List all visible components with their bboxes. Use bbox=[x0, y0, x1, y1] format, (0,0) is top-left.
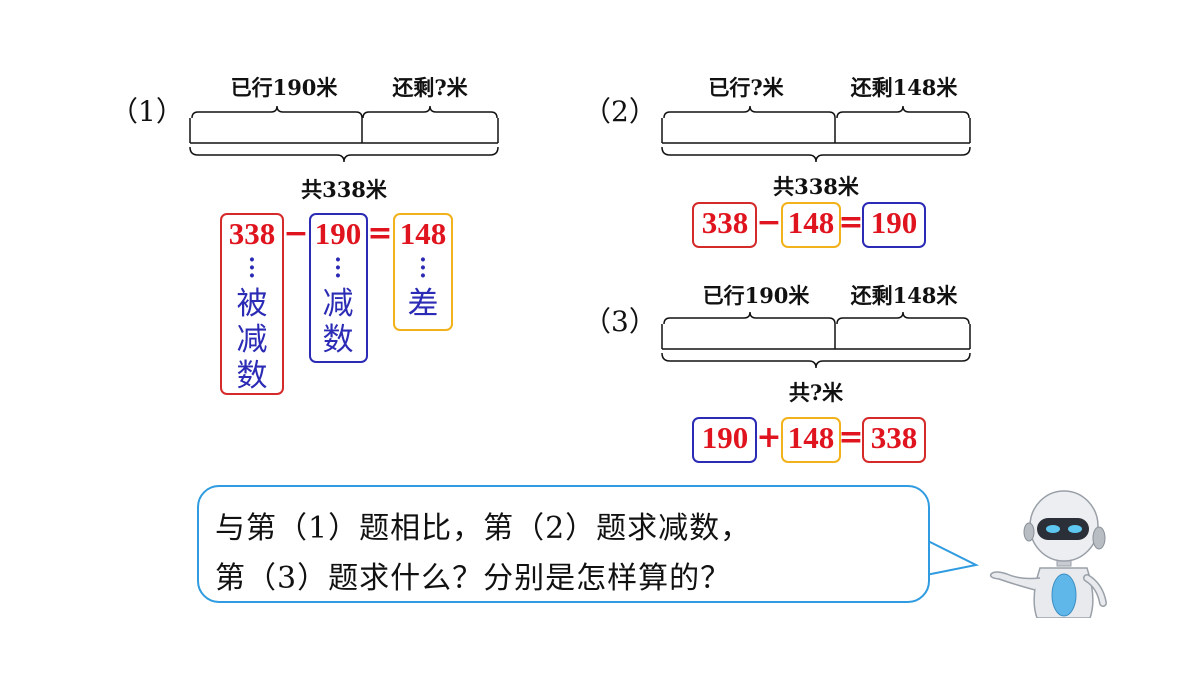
p1-label-right: 还剩?米 bbox=[392, 75, 468, 100]
p1-top-braces bbox=[191, 105, 498, 119]
p3-bottom-brace bbox=[661, 352, 971, 369]
p2-box-c bbox=[862, 202, 926, 248]
p1-name-subtrahend: 减数 bbox=[322, 286, 354, 358]
problem-2-number: （2） bbox=[583, 95, 657, 128]
p3-box-b bbox=[781, 417, 841, 463]
p2-eq-b: 148 bbox=[787, 205, 835, 240]
p1-eq-a: 338 bbox=[228, 216, 276, 251]
p1-subtrahend-box bbox=[309, 213, 368, 363]
p1-label-left: 已行190米 bbox=[230, 75, 338, 100]
p3-box-c bbox=[862, 417, 926, 463]
p1-dots-b: ··· bbox=[334, 247, 342, 289]
p2-segment bbox=[661, 118, 971, 144]
p2-eq-equals: = bbox=[838, 205, 864, 240]
p3-label-total: 共?米 bbox=[788, 380, 844, 405]
p1-name-minuend: 被减数 bbox=[236, 286, 268, 394]
p2-eq-a: 338 bbox=[701, 205, 749, 240]
p3-segment bbox=[661, 324, 971, 350]
p1-eq-c: 148 bbox=[399, 216, 447, 251]
p1-difference-box bbox=[393, 213, 453, 331]
p2-eq-c: 190 bbox=[870, 205, 918, 240]
p3-top-braces bbox=[663, 311, 970, 325]
p2-box-a bbox=[692, 202, 757, 248]
p2-label-left: 已行?米 bbox=[708, 75, 784, 100]
p2-label-total: 共338米 bbox=[773, 174, 859, 199]
bubble-tail bbox=[924, 539, 980, 576]
p3-eq-a: 190 bbox=[701, 420, 749, 455]
p1-dots-a: ··· bbox=[248, 247, 256, 289]
p1-eq-minus: − bbox=[283, 216, 309, 251]
robot-icon bbox=[989, 490, 1107, 618]
p1-segment bbox=[189, 118, 499, 144]
p2-eq-minus: − bbox=[756, 205, 782, 240]
bubble-line-1: 与第（1）题相比，第（2）题求减数， bbox=[215, 511, 752, 546]
problem-1-number: （1） bbox=[110, 95, 184, 128]
p1-label-total: 共338米 bbox=[301, 177, 387, 202]
p2-bottom-brace bbox=[661, 146, 971, 163]
p3-eq-b: 148 bbox=[787, 420, 835, 455]
p3-box-a bbox=[692, 417, 757, 463]
p1-name-difference: 差 bbox=[407, 286, 439, 322]
p1-bottom-brace bbox=[189, 146, 499, 163]
problem-3-number: （3） bbox=[583, 305, 657, 338]
p2-label-right: 还剩148米 bbox=[850, 75, 958, 100]
p2-top-braces bbox=[663, 105, 970, 119]
p1-eq-b: 190 bbox=[314, 216, 362, 251]
p1-eq-equals: = bbox=[367, 216, 393, 251]
p2-box-b bbox=[781, 202, 841, 248]
speech-bubble: 与第（1）题相比，第（2）题求减数， 第（3）题求什么？分别是怎样算的？ bbox=[197, 485, 930, 603]
p3-eq-plus: + bbox=[756, 420, 782, 455]
p3-label-left: 已行190米 bbox=[702, 283, 810, 308]
p1-dots-c: ··· bbox=[419, 247, 427, 289]
p3-eq-equals: = bbox=[838, 420, 864, 455]
p1-minuend-box bbox=[220, 213, 284, 395]
p3-eq-c: 338 bbox=[870, 420, 918, 455]
bubble-line-2: 第（3）题求什么？分别是怎样算的？ bbox=[215, 561, 732, 596]
p3-label-right: 还剩148米 bbox=[850, 283, 958, 308]
